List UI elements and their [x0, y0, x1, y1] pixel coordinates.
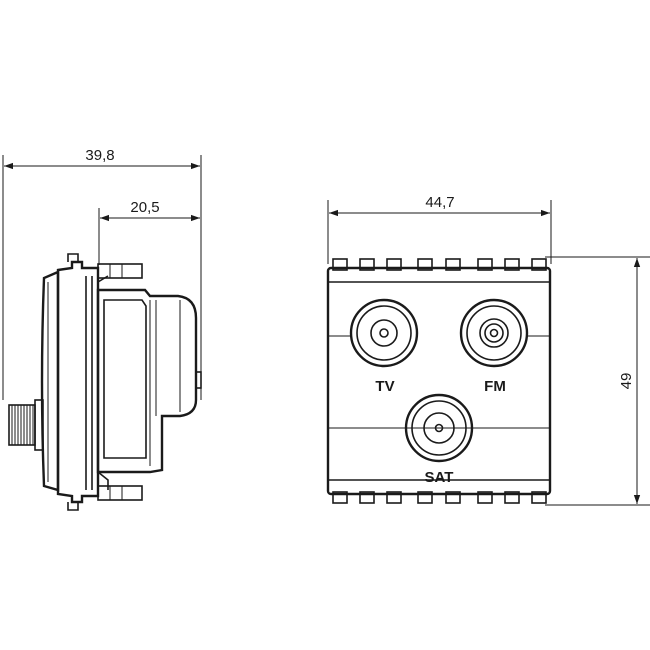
- dimension-label-front-width: 44,7: [425, 194, 454, 211]
- fm-label: FM: [484, 378, 506, 395]
- dimension-label-front-height: 49: [618, 373, 635, 390]
- sat-label: SAT: [425, 469, 454, 486]
- front-view: 44,7 49: [326, 194, 650, 506]
- mechanism-body: [96, 288, 198, 474]
- dimension-label-body-depth: 20,5: [130, 199, 159, 216]
- side-view: 39,8 20,5: [2, 147, 202, 511]
- front-plate: [326, 266, 552, 496]
- front-plate-profile: [40, 270, 60, 492]
- sat-socket: [404, 393, 474, 463]
- tv-socket: [349, 298, 419, 368]
- tv-label: TV: [375, 378, 394, 395]
- top-clips: [332, 258, 547, 271]
- coax-connector: [8, 399, 44, 451]
- fm-socket: [459, 298, 529, 368]
- dimension-label-total-depth: 39,8: [85, 147, 114, 164]
- bottom-clips: [332, 491, 547, 504]
